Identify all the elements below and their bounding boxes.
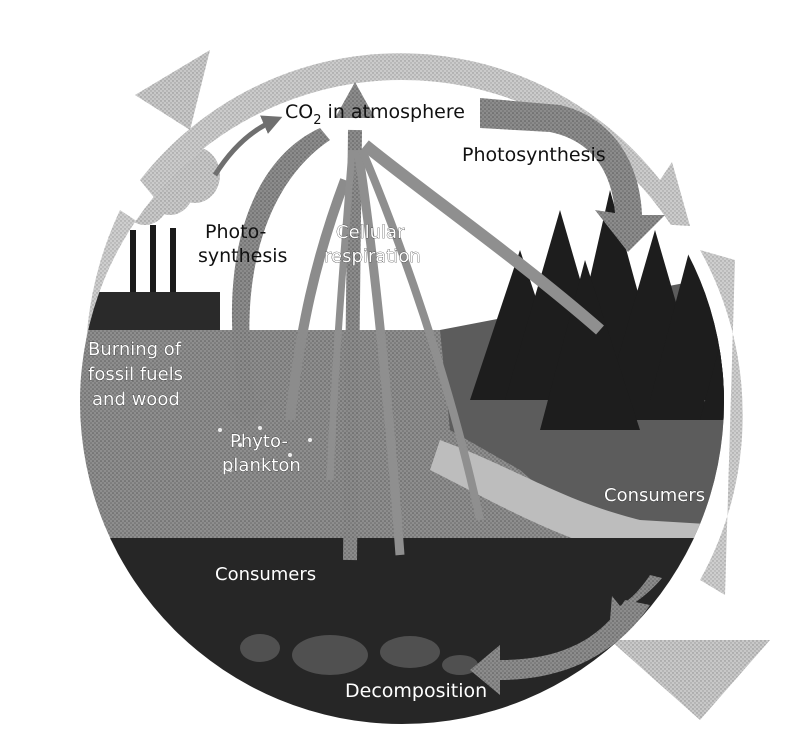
photosynthesis-ocean-label-2: synthesis: [198, 245, 287, 267]
phytoplankton-label-2: plankton: [222, 455, 301, 476]
burning-fossil-fuels-label-1: Burning of: [88, 339, 182, 360]
phytoplankton-label-1: Phyto-: [230, 431, 288, 452]
cellular-respiration-label-2: respiration: [324, 246, 421, 267]
cellular-respiration-label-1: Cellular: [336, 222, 405, 243]
outer-ring-arrowhead-right: [610, 640, 770, 720]
outer-ring-arrowhead-left: [135, 50, 210, 130]
decomposition-label: Decomposition: [345, 680, 487, 702]
photosynthesis-land-label: Photosynthesis: [462, 144, 606, 166]
photosynthesis-ocean-label-1: Photo-: [205, 221, 266, 243]
burning-fossil-fuels-label-2: fossil fuels: [88, 364, 183, 385]
consumers-ocean-label: Consumers: [215, 564, 316, 585]
consumers-land-label: Consumers: [604, 485, 705, 506]
burning-fossil-fuels-label-3: and wood: [92, 389, 180, 410]
